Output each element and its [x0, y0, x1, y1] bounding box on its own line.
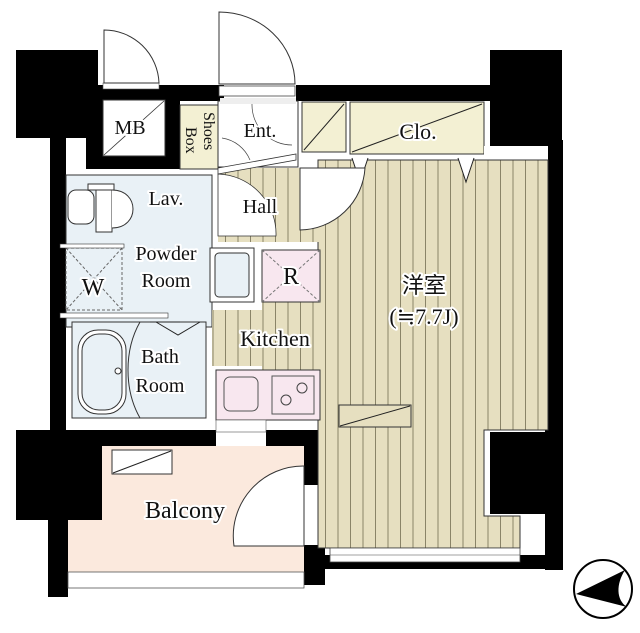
powder-label-1: Powder — [135, 243, 196, 265]
room-shoes-box: Shoes Box — [179, 104, 219, 170]
bath-label-1: Bath — [141, 346, 179, 368]
room-closet: Clo. — [301, 101, 548, 160]
room-hall: Hall — [217, 153, 297, 237]
room-bath: Bath Room — [59, 312, 207, 419]
fridge-label: R — [283, 264, 299, 290]
room-entrance: Ent. — [217, 98, 299, 168]
clo-label: Clo. — [399, 119, 436, 144]
powder-label-2: Room — [142, 270, 191, 292]
western-room-area: (≒7.7J) — [389, 304, 458, 329]
room-mb: MB — [102, 29, 166, 157]
ent-label: Ent. — [244, 120, 277, 142]
washer-label: W — [82, 275, 105, 301]
bath-label-2: Room — [136, 375, 185, 397]
room-lavatory: Lav. W Powder Room — [59, 174, 255, 328]
lav-label: Lav. — [149, 188, 184, 210]
entrance-door[interactable] — [218, 11, 296, 97]
refrigerator: R — [261, 249, 321, 303]
room-balcony: Balcony — [16, 430, 305, 589]
balcony-label: Balcony — [145, 498, 225, 524]
room-kitchen: Kitchen — [212, 310, 321, 433]
kitchen-label: Kitchen — [240, 326, 310, 351]
hall-label: Hall — [243, 196, 278, 218]
mb-label: MB — [114, 117, 145, 139]
western-room-label: 洋室 — [402, 273, 446, 298]
north-arrow-icon — [573, 559, 633, 619]
shoes-label: Shoes — [200, 112, 217, 150]
box-label: Box — [182, 127, 199, 154]
